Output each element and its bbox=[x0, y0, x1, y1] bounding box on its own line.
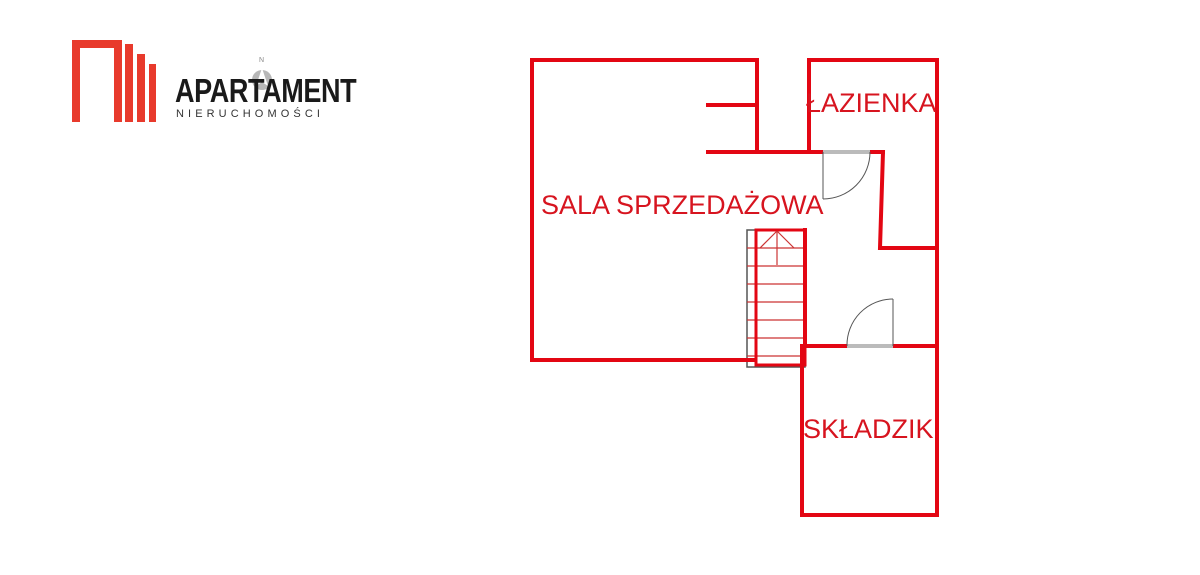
stairs bbox=[746, 228, 807, 368]
room-label-bathroom: ŁAZIENKA bbox=[806, 88, 937, 118]
logo-tagline: NIERUCHOMOŚCI bbox=[176, 108, 325, 120]
logo-brand-name: APARTAMENT bbox=[175, 72, 357, 109]
door-storage bbox=[846, 298, 894, 348]
company-logo: N bbox=[72, 40, 272, 122]
walls bbox=[530, 58, 939, 517]
compass-icon: N bbox=[252, 57, 272, 90]
door-bathroom bbox=[822, 150, 871, 200]
logo-buildings-icon bbox=[72, 40, 156, 122]
room-label-sales-hall: SALA SPRZEDAŻOWA bbox=[541, 189, 824, 220]
stairs-arrow-icon bbox=[759, 230, 795, 265]
room-label-storage: SKŁADZIK bbox=[803, 414, 934, 444]
svg-text:N: N bbox=[259, 57, 264, 64]
